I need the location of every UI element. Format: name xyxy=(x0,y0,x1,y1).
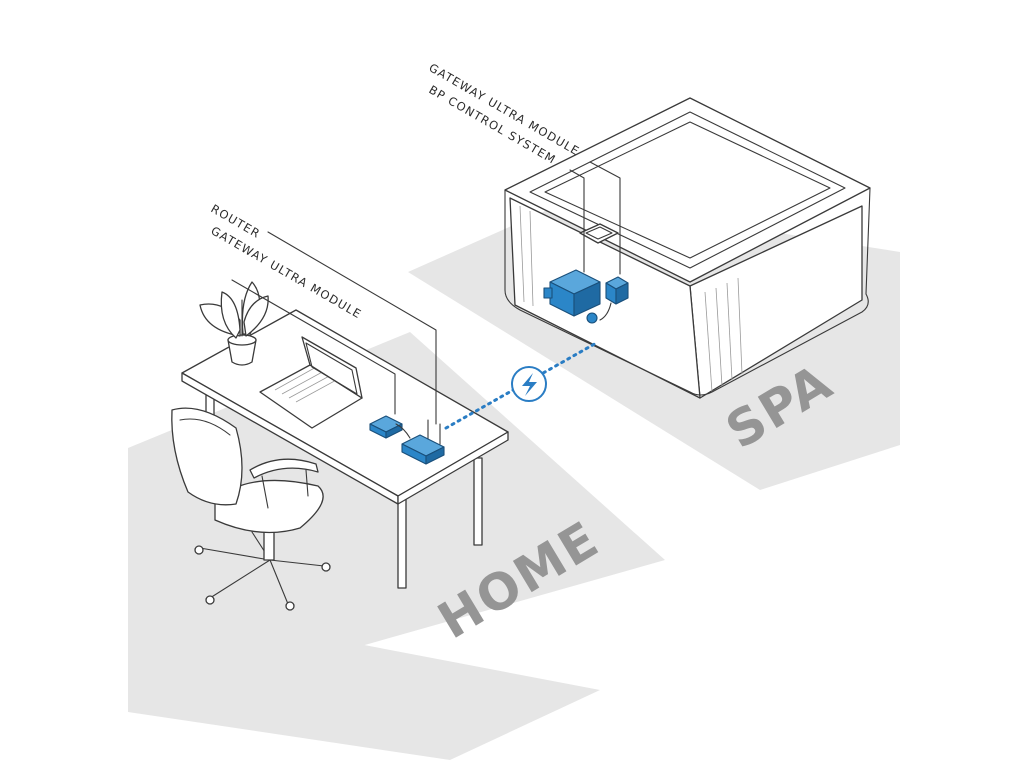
spa-gateway-ultra-module-device xyxy=(599,276,629,321)
router-device xyxy=(401,419,445,465)
laptop-icon xyxy=(259,336,363,429)
callout-leaders xyxy=(231,161,621,425)
bp-control-system-device xyxy=(543,269,601,324)
home-gateway-ultra-module-device xyxy=(369,415,403,439)
potted-plant-icon xyxy=(199,281,269,366)
spa-tub xyxy=(504,97,871,399)
spa-gateway-callout-label: GATEWAY ULTRA MODULE xyxy=(427,60,583,158)
lightning-bolt-icon xyxy=(511,366,547,402)
office-chair-icon xyxy=(171,407,331,611)
home-floor-zone-lower xyxy=(128,600,600,760)
